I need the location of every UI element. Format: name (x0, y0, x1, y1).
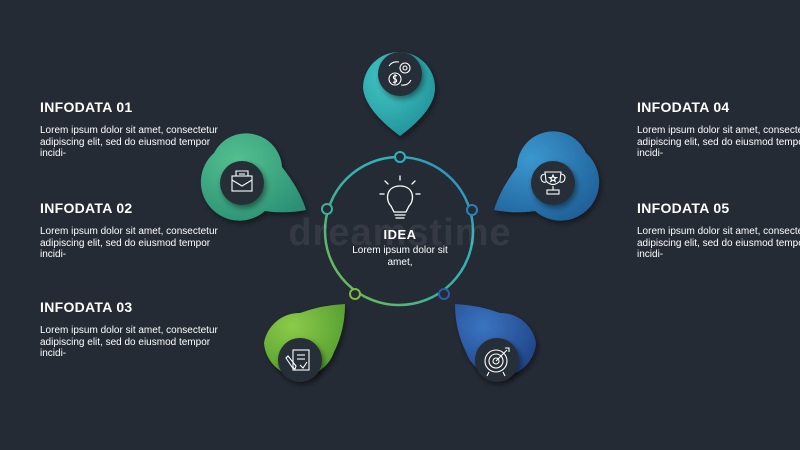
center-title: IDEA (383, 227, 417, 242)
info-text: Lorem ipsum dolor sit amet, consectetur … (40, 325, 218, 359)
info-block-04: INFODATA 04 Lorem ipsum dolor sit amet, … (637, 99, 800, 160)
info-block-03: INFODATA 03 Lorem ipsum dolor sit amet, … (40, 299, 220, 360)
trophy-icon (540, 171, 566, 195)
info-title: INFODATA 03 (40, 299, 133, 315)
info-block-05: INFODATA 05 Lorem ipsum dolor sit amet, … (637, 200, 800, 261)
ring-node-right (466, 204, 478, 216)
info-block-01: INFODATA 01 Lorem ipsum dolor sit amet, … (40, 99, 220, 160)
info-title: INFODATA 02 (40, 200, 133, 216)
center-text: Lorem ipsum dolor sit amet, (352, 245, 448, 268)
ring-node-bottom-right (438, 288, 450, 300)
marker-dollar-gear (363, 52, 435, 136)
document-pen-icon (285, 349, 310, 371)
envelope-icon (231, 170, 253, 192)
info-block-02: INFODATA 02 Lorem ipsum dolor sit amet, … (40, 200, 220, 261)
info-title: INFODATA 04 (637, 99, 730, 115)
marker-trophy (494, 131, 600, 221)
marker-document-pen (264, 304, 345, 382)
marker-envelope (200, 133, 306, 221)
dollar-gear-icon (388, 61, 412, 86)
info-title: INFODATA 05 (637, 200, 730, 216)
lightbulb-icon (379, 175, 421, 219)
marker-target (455, 304, 536, 382)
info-text: Lorem ipsum dolor sit amet, consectetur … (40, 125, 218, 159)
ring-node-top (394, 151, 406, 163)
info-title: INFODATA 01 (40, 99, 133, 115)
ring-node-left (321, 203, 333, 215)
watermark-text: dreamstime (288, 212, 512, 254)
ring-node-bottom-left (349, 288, 361, 300)
info-text: Lorem ipsum dolor sit amet, consectetur … (637, 125, 800, 159)
info-text: Lorem ipsum dolor sit amet, consectetur … (40, 226, 218, 260)
target-icon (484, 347, 510, 377)
info-text: Lorem ipsum dolor sit amet, consectetur … (637, 226, 800, 260)
